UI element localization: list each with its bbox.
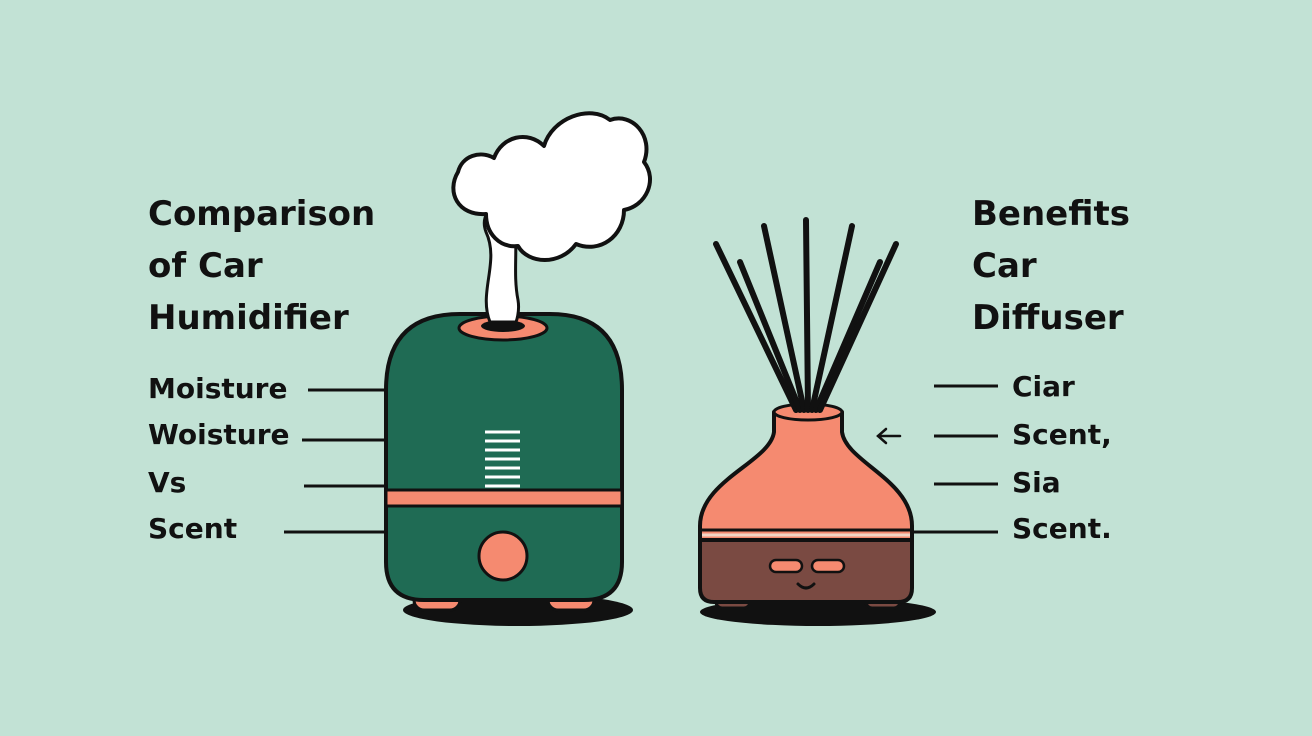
right-connectors [912, 384, 998, 534]
diffuser-reeds [713, 217, 899, 413]
diffuser-smile [796, 582, 816, 590]
left-title: Comparison of Car Humidifier [148, 188, 375, 344]
humidifier-icon [384, 312, 633, 626]
arrow-left-icon [876, 427, 902, 445]
humidifier-button [477, 530, 529, 582]
diffuser-vase [698, 410, 914, 542]
right-item-scent-comma: Scent, [1012, 418, 1112, 451]
left-title-line-2: of Car [148, 246, 263, 286]
right-title-line-3: Diffuser [972, 298, 1124, 338]
left-item-scent: Scent [148, 512, 238, 545]
right-item-scent-period: Scent. [1012, 512, 1112, 545]
diffuser-slot-right [810, 558, 846, 574]
left-item-woisture: Woisture [148, 418, 290, 451]
diffuser-slot-left [768, 558, 804, 574]
left-item-vs: Vs [148, 466, 187, 499]
left-item-moisture: Moisture [148, 372, 288, 405]
right-title: Benefits Car Diffuser [972, 188, 1130, 344]
diffuser-base [698, 538, 914, 604]
left-connectors [284, 388, 386, 534]
steam-cloud-icon [451, 111, 652, 324]
reed-diffuser-icon [698, 217, 936, 626]
left-title-line-3: Humidifier [148, 298, 349, 338]
right-title-line-1: Benefits [972, 194, 1130, 234]
right-title-line-2: Car [972, 246, 1037, 286]
right-item-ciar: Ciar [1012, 370, 1075, 403]
right-item-sia: Sia [1012, 466, 1061, 499]
humidifier-vent [485, 430, 520, 488]
humidifier-band [384, 488, 624, 508]
left-title-line-1: Comparison [148, 194, 376, 234]
steam-cloud [451, 111, 652, 262]
humidifier-body [384, 312, 624, 602]
